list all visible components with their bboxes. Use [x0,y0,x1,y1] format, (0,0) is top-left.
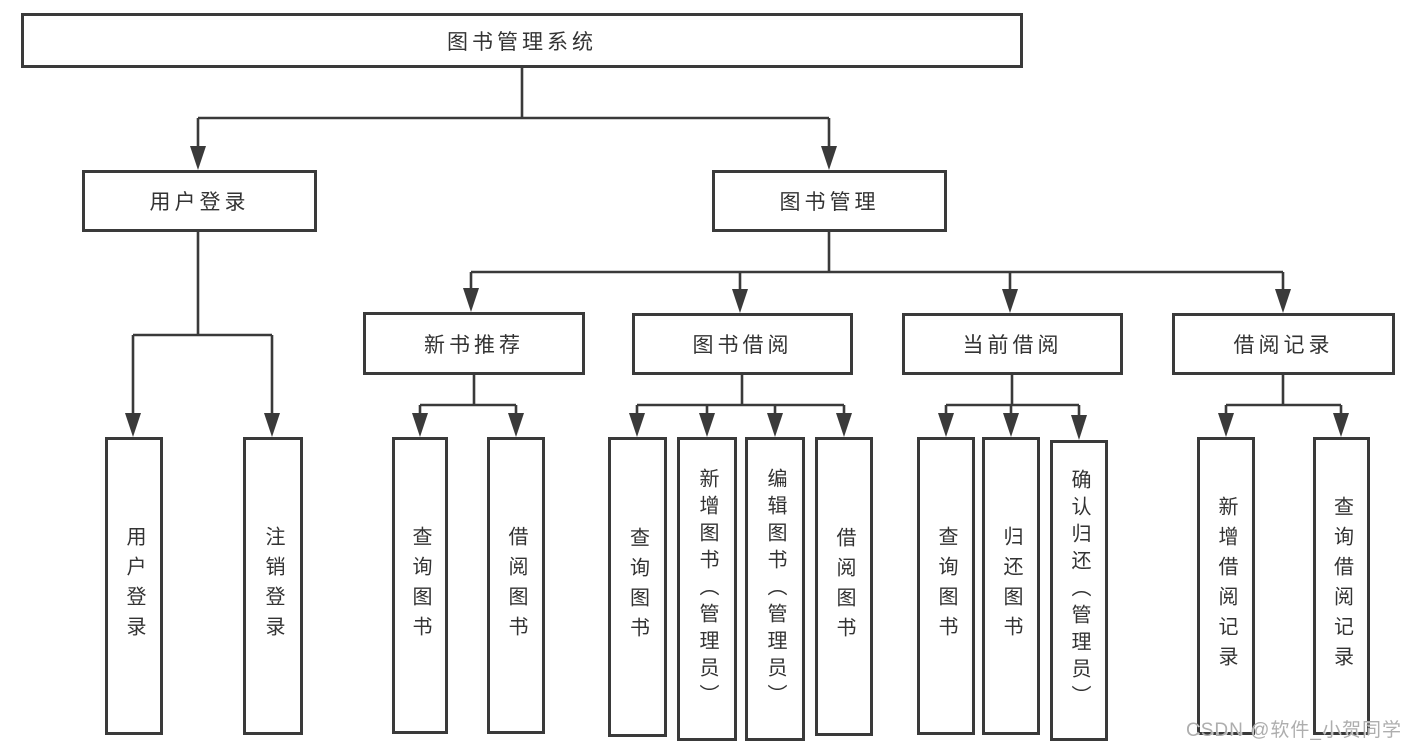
leaf-user-login: 用户登录 [105,437,163,735]
connector-root-to-level2 [190,68,837,170]
node-user-login: 用户登录 [82,170,317,232]
leaf-query-borrow-record: 查询借阅记录 [1313,437,1370,735]
leaf-confirm-return-admin: 确认归还（管理员） [1050,440,1108,741]
connector-book-mgmt-children [463,232,1291,313]
node-new-book-recommend: 新书推荐 [363,312,585,375]
leaf-borrow-books-recommend: 借阅图书 [487,437,545,734]
leaf-logout: 注销登录 [243,437,303,735]
leaf-query-books-borrowing: 查询图书 [608,437,667,737]
leaf-query-books-recommend: 查询图书 [392,437,448,734]
connector-user-login-children [125,232,280,437]
node-book-management: 图书管理 [712,170,947,232]
node-current-borrowing: 当前借阅 [902,313,1123,375]
leaf-query-books-current: 查询图书 [917,437,975,735]
connector-current-borrow-children [938,375,1087,440]
csdn-watermark: CSDN @软件_小贺同学 [1186,720,1402,741]
leaf-add-borrow-record: 新增借阅记录 [1197,437,1255,735]
leaf-add-books-admin: 新增图书（管理员） [677,437,737,741]
node-borrowing-records: 借阅记录 [1172,313,1395,375]
leaf-return-books: 归还图书 [982,437,1040,735]
leaf-edit-books-admin: 编辑图书（管理员） [745,437,805,741]
connector-new-book-rec-children [412,375,524,437]
connector-book-borrow-children [629,375,852,437]
node-root-library-system: 图书管理系统 [21,13,1023,68]
node-book-borrowing: 图书借阅 [632,313,853,375]
connector-borrow-record-children [1218,375,1349,437]
leaf-borrow-books-borrowing: 借阅图书 [815,437,873,736]
